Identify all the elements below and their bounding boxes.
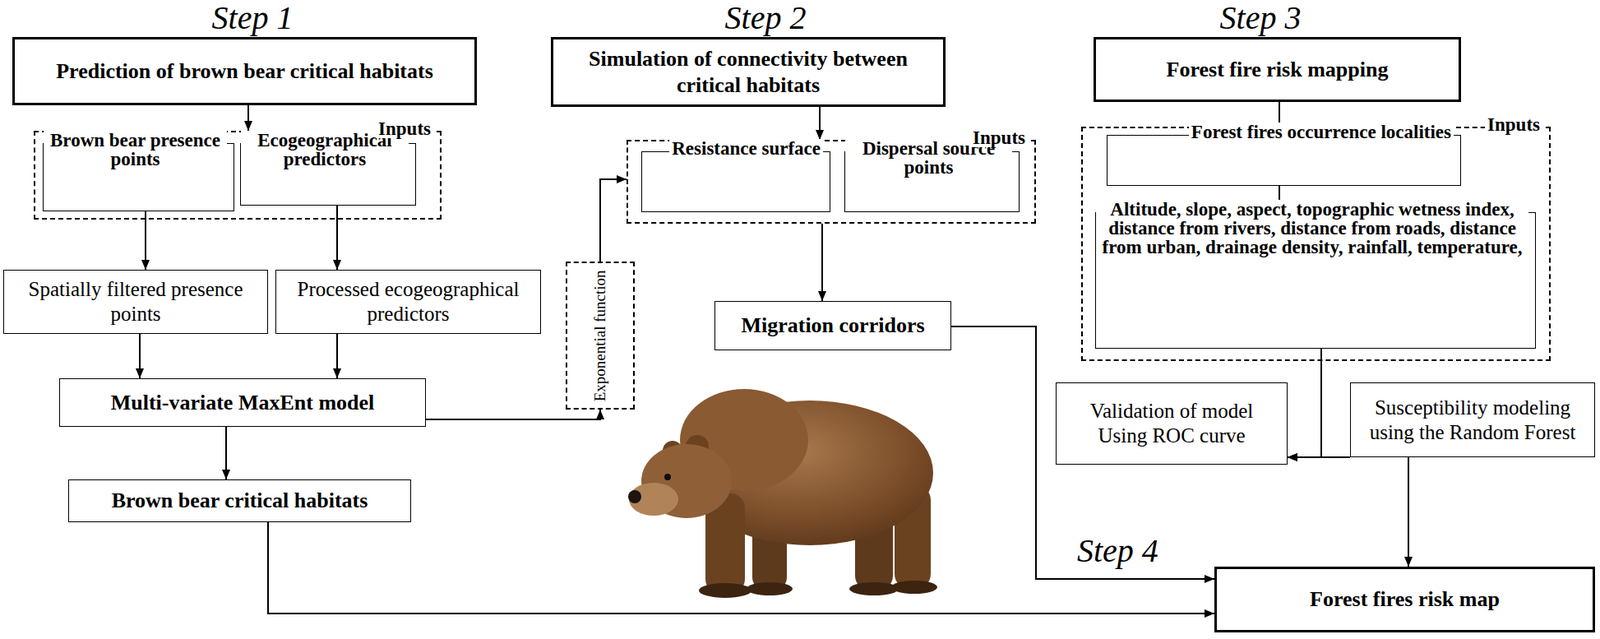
function-box: Exponential function [565, 261, 635, 410]
step-title-box: Forest fire risk mapping [1093, 36, 1462, 102]
flow-arrow [138, 333, 141, 379]
box-label: Altitude, slope, aspect, topographic wet… [1095, 199, 1529, 257]
box-label: Brown bear presence points [43, 130, 227, 169]
step-title-box: Prediction of brown bear critical habita… [12, 36, 477, 106]
process-box: Ecogeographical predictors [240, 143, 417, 206]
flow-arrow [818, 106, 821, 140]
step-label: Step 1 [212, 1, 294, 35]
process-box: Processed ecogeographical predictors [275, 269, 542, 334]
flow-arrow [1287, 348, 1322, 458]
step-label: Step 2 [725, 1, 807, 35]
bear-paw [891, 580, 938, 594]
box-label: Exponential function [591, 269, 611, 402]
box-label: Forest fires risk map [1309, 586, 1500, 612]
bear-eye [664, 473, 671, 481]
process-box: Susceptibility modeling using the Random… [1350, 382, 1596, 458]
box-label: Prediction of brown bear critical habita… [55, 58, 434, 84]
box-label: Multi-variate MaxEnt model [110, 389, 375, 416]
bear-paw [849, 582, 899, 596]
box-label: Validation of model Using ROC curve [1063, 398, 1281, 449]
inputs-group: Resistance surfaceDispersal source point… [626, 139, 1036, 224]
process-box: Validation of model Using ROC curve [1055, 382, 1288, 465]
box-label: Processed ecogeographical predictors [282, 277, 534, 327]
process-box: Brown bear presence points [42, 143, 235, 212]
flow-arrow [225, 426, 227, 480]
result-box: Multi-variate MaxEnt model [59, 378, 426, 427]
inputs-group: Forest fires occurrence localitiesAltitu… [1081, 126, 1551, 361]
box-label: Brown bear critical habitats [111, 487, 369, 514]
box-label: Susceptibility modeling using the Random… [1357, 395, 1588, 445]
flow-arrow [821, 223, 824, 301]
step-title-box: Forest fires risk map [1214, 566, 1596, 633]
process-box: Resistance surface [641, 151, 831, 213]
flow-arrow [1287, 456, 1351, 458]
brown-bear [628, 388, 938, 598]
process-box: Altitude, slope, aspect, topographic wet… [1095, 212, 1536, 349]
step-title-box: Simulation of connectivity between criti… [550, 36, 946, 107]
flow-arrow [336, 333, 338, 379]
step-label: Step 3 [1220, 1, 1302, 35]
box-label: Migration corridors [740, 312, 925, 338]
result-box: Migration corridors [714, 300, 952, 351]
process-box: Spatially filtered presence points [3, 269, 269, 334]
bear-nose [628, 490, 642, 504]
inputs-group: Brown bear presence pointsEcogeographica… [33, 130, 442, 220]
flow-arrow [600, 179, 627, 262]
box-label: Spatially filtered presence points [10, 277, 261, 327]
flow-arrow [425, 409, 601, 420]
box-label: Simulation of connectivity between criti… [559, 46, 937, 98]
process-box: Forest fires occurrence localities [1106, 134, 1462, 186]
flow-arrow [268, 522, 1215, 614]
box-label: Forest fires occurrence localities [1188, 122, 1454, 142]
flow-arrow [1407, 457, 1410, 567]
group-heading: Inputs [970, 128, 1028, 148]
result-box: Brown bear critical habitats [68, 479, 412, 523]
group-heading: Inputs [1484, 115, 1543, 135]
box-label: Resistance surface [669, 138, 824, 158]
bear-paw [746, 582, 793, 596]
bear-snout [628, 482, 679, 516]
box-label: Forest fire risk mapping [1166, 56, 1389, 83]
flow-arrow [144, 211, 147, 270]
step-label: Step 4 [1077, 534, 1159, 568]
process-box: Dispersal source points [844, 151, 1020, 213]
bear-paw [698, 582, 752, 598]
group-heading: Inputs [375, 119, 434, 139]
flow-arrow [336, 205, 338, 270]
flow-arrow [247, 105, 250, 131]
